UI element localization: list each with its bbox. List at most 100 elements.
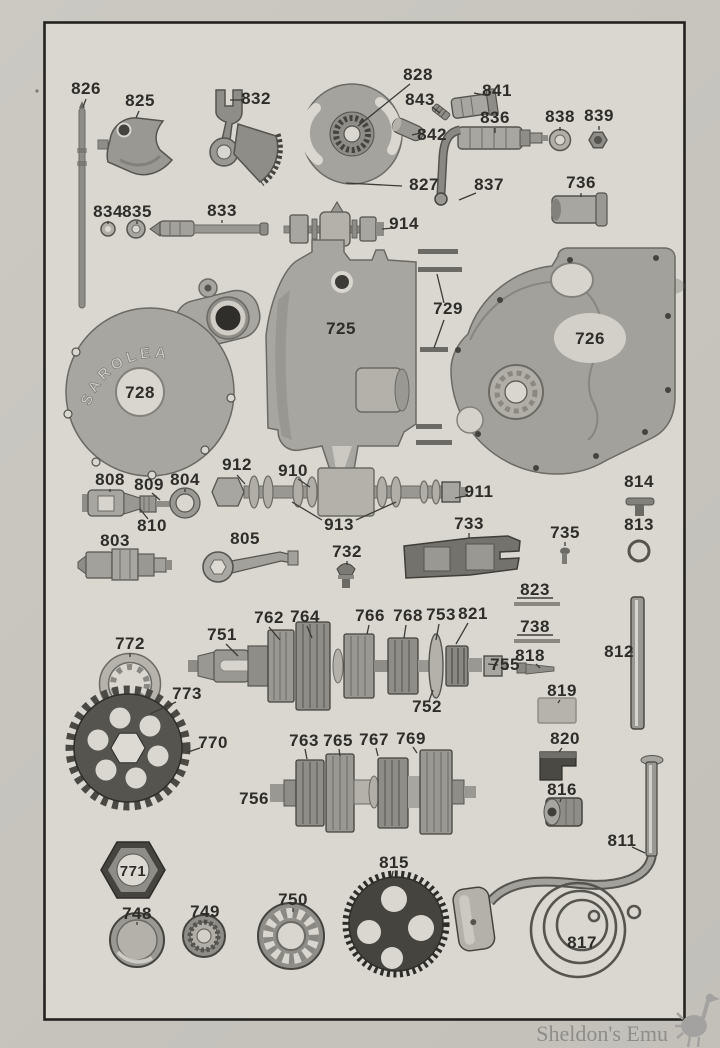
part-shaft-914 (283, 201, 384, 247)
part-label-763: 763 (289, 731, 319, 750)
part-sprocket-770 (65, 685, 191, 811)
part-label-914: 914 (389, 214, 419, 233)
part-label-826: 826 (71, 79, 101, 98)
part-label-755: 755 (490, 655, 520, 674)
part-mainshaft-cluster (188, 621, 508, 711)
part-label-813: 813 (624, 515, 654, 534)
part-sleeve-736 (551, 192, 608, 227)
part-roller-842 (391, 117, 424, 142)
part-label-818: 818 (515, 646, 545, 665)
part-plug-814 (625, 497, 655, 516)
part-bearing-749 (182, 914, 226, 958)
part-rod-823 (514, 597, 560, 606)
part-label-838: 838 (545, 107, 575, 126)
part-label-736: 736 (566, 173, 596, 192)
part-label-836: 836 (480, 108, 510, 127)
part-label-750: 750 (278, 890, 308, 909)
watermark: Sheldon's Emu (536, 993, 720, 1048)
part-label-821: 821 (458, 604, 488, 623)
part-label-814: 814 (624, 472, 654, 491)
part-label-816: 816 (547, 780, 577, 799)
part-label-728: 728 (125, 383, 155, 402)
part-screw-735 (560, 547, 570, 564)
part-cam-follower-825 (97, 117, 174, 176)
part-label-804: 804 (170, 470, 200, 489)
part-label-843: 843 (405, 90, 435, 109)
part-label-771: 771 (120, 863, 147, 880)
watermark-text: Sheldon's Emu (536, 1021, 668, 1046)
part-label-762: 762 (254, 608, 284, 627)
part-label-819: 819 (547, 681, 577, 700)
part-label-749: 749 (190, 902, 220, 921)
part-nut-839 (588, 131, 608, 149)
part-label-911: 911 (465, 482, 494, 501)
part-bush-841 (450, 88, 499, 119)
part-ring-835 (126, 219, 146, 239)
part-label-912: 912 (222, 455, 252, 474)
part-label-834: 834 (93, 202, 123, 221)
part-washer-838 (548, 128, 572, 152)
part-label-910: 910 (278, 461, 308, 480)
part-plate-733 (403, 535, 521, 579)
part-label-809: 809 (134, 475, 164, 494)
part-label-735: 735 (550, 523, 580, 542)
part-cover-726 (450, 247, 676, 475)
part-label-817: 817 (567, 933, 597, 952)
part-label-729: 729 (433, 299, 463, 318)
part-layshaft-cluster (270, 749, 476, 835)
part-label-733: 733 (454, 514, 484, 533)
part-chaincase-728: SAROLEA (63, 278, 261, 480)
part-label-811: 811 (608, 831, 637, 850)
part-label-837: 837 (474, 175, 504, 194)
part-label-820: 820 (550, 729, 580, 748)
part-rod-833 (149, 220, 269, 237)
part-label-725: 725 (326, 319, 356, 338)
part-label-810: 810 (137, 516, 167, 535)
part-bearing-748 (109, 912, 165, 968)
part-rod-738 (514, 634, 560, 643)
emu-logo-icon (675, 993, 720, 1048)
part-taper-pin-818 (516, 662, 555, 675)
part-label-808: 808 (95, 470, 125, 489)
part-pushrod-826 (77, 101, 87, 309)
part-label-833: 833 (207, 201, 237, 220)
part-label-768: 768 (393, 606, 423, 625)
part-label-815: 815 (379, 853, 409, 872)
part-label-753: 753 (426, 605, 456, 624)
part-ring-834 (100, 221, 116, 237)
part-number-labels: 826 825 832 828 843 841 842 836 838 839 … (71, 65, 654, 952)
part-pin-843 (431, 103, 451, 121)
part-label-767: 767 (359, 730, 389, 749)
part-ring-813 (627, 539, 651, 563)
part-label-751: 751 (207, 625, 237, 644)
part-bearing-750 (257, 902, 325, 970)
part-label-738: 738 (520, 617, 550, 636)
part-label-828: 828 (403, 65, 433, 84)
paper-speck (35, 89, 39, 93)
part-label-823: 823 (520, 580, 550, 599)
part-label-732: 732 (332, 542, 362, 561)
part-label-913: 913 (324, 515, 354, 534)
part-spring-817 (529, 881, 642, 979)
part-label-769: 769 (396, 729, 426, 748)
part-crankcase-725 (265, 239, 452, 471)
part-screw-732 (336, 563, 356, 588)
part-label-812: 812 (604, 642, 634, 661)
part-nut-771 (100, 841, 166, 899)
part-cam-plate-827 (299, 83, 403, 185)
part-label-748: 748 (122, 904, 152, 923)
part-label-772: 772 (115, 634, 145, 653)
part-bush-816 (543, 797, 583, 827)
part-crankshaft-913 (211, 467, 468, 517)
part-spindle-836 (457, 126, 548, 150)
part-label-805: 805 (230, 529, 260, 548)
part-label-842: 842 (417, 125, 447, 144)
part-block-820 (539, 751, 577, 781)
part-label-756: 756 (239, 789, 269, 808)
part-label-773: 773 (172, 684, 202, 703)
part-rod-812 (630, 596, 645, 730)
part-bush-803 (77, 548, 172, 581)
part-label-803: 803 (100, 531, 130, 550)
part-studs-729 (418, 249, 462, 352)
